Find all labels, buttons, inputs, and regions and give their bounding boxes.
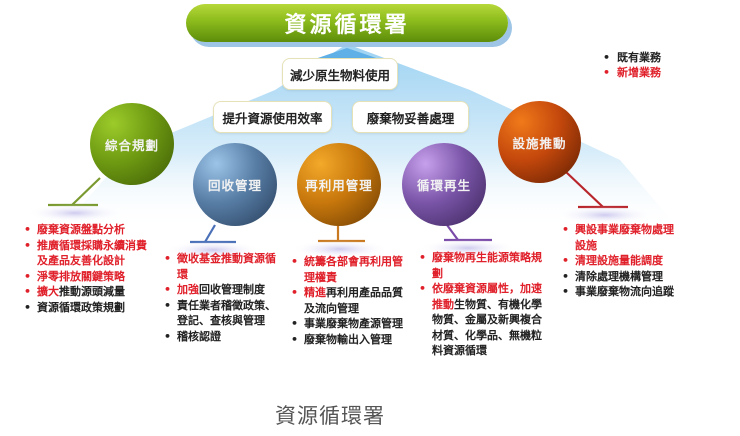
sphere-reuse-management: 再利用管理 <box>297 143 381 226</box>
legend: •既有業務 •新增業務 <box>603 50 661 80</box>
list-item: 事業廢棄物產源管理 <box>291 316 409 332</box>
list-reuse-management: 統籌各部會再利用管理權責 精進再利用產品品質及流向管理 事業廢棄物產源管理 廢棄… <box>291 254 409 347</box>
list-item: 稽核認證 <box>164 329 284 345</box>
sphere-recycling-management: 回收管理 <box>193 143 277 226</box>
title-banner: 資源循環署 <box>186 4 508 42</box>
legend-existing: •既有業務 <box>603 51 661 64</box>
list-item: 依廢棄資源屬性，加速推動生物質、有機化學物質、金屬及新興複合材質、化學品、無機粒… <box>419 281 545 359</box>
list-item: 加強回收管理制度 <box>164 282 284 298</box>
title-text: 資源循環署 <box>284 13 410 38</box>
goal-proper-waste-treatment: 廢棄物妥善處理 <box>352 101 469 133</box>
sphere-facility-promotion: 設施推動 <box>498 101 581 183</box>
list-recycling-management: 徵收基金推動資源循環 加強回收管理制度 責任業者稽徵政策、登記、查核與管理 稽核… <box>164 251 284 344</box>
list-item: 興設事業廢棄物處理設施 <box>562 222 674 253</box>
stem-zonghe <box>71 177 101 206</box>
sphere-circular-regeneration: 循環再生 <box>402 143 486 226</box>
list-item: 徵收基金推動資源循環 <box>164 251 284 282</box>
stem-sheshi <box>565 171 604 208</box>
list-item: 廢棄物再生能源策略規劃 <box>419 250 545 281</box>
list-item: 事業廢棄物流向追蹤 <box>562 284 674 300</box>
stem-huishou <box>204 224 216 243</box>
list-circular-regeneration: 廢棄物再生能源策略規劃 依廢棄資源屬性，加速推動生物質、有機化學物質、金屬及新興… <box>419 250 545 359</box>
legend-new: •新增業務 <box>603 66 661 79</box>
stem-xunhuan <box>446 224 459 241</box>
list-item: 廢棄物輸出入管理 <box>291 332 409 348</box>
list-item: 精進再利用產品品質及流向管理 <box>291 285 409 316</box>
list-item: 資源循環政策規劃 <box>24 300 156 316</box>
list-integrated-planning: 廢棄資源盤點分析 推廣循環採購永續消費及產品友善化設計 淨零排放關鍵策略 擴大推… <box>24 222 156 315</box>
list-item: 推廣循環採購永續消費及產品友善化設計 <box>24 238 156 269</box>
sphere-integrated-planning: 綜合規劃 <box>90 103 174 185</box>
list-item: 擴大推動源頭減量 <box>24 284 156 300</box>
list-facility-promotion: 興設事業廢棄物處理設施 清理設施量能調度 清除處理機構管理 事業廢棄物流向追蹤 <box>562 222 674 300</box>
list-item: 責任業者稽徵政策、登記、查核與管理 <box>164 298 284 329</box>
list-item: 清理設施量能調度 <box>562 253 674 269</box>
goal-improve-resource-efficiency: 提升資源使用效率 <box>213 101 332 133</box>
footer-caption: 資源循環署 <box>275 404 385 428</box>
list-item: 清除處理機構管理 <box>562 269 674 285</box>
list-item: 淨零排放關鍵策略 <box>24 269 156 285</box>
list-item: 廢棄資源盤點分析 <box>24 222 156 238</box>
list-item: 統籌各部會再利用管理權責 <box>291 254 409 285</box>
goal-reduce-virgin-materials: 減少原生物料使用 <box>282 58 398 90</box>
